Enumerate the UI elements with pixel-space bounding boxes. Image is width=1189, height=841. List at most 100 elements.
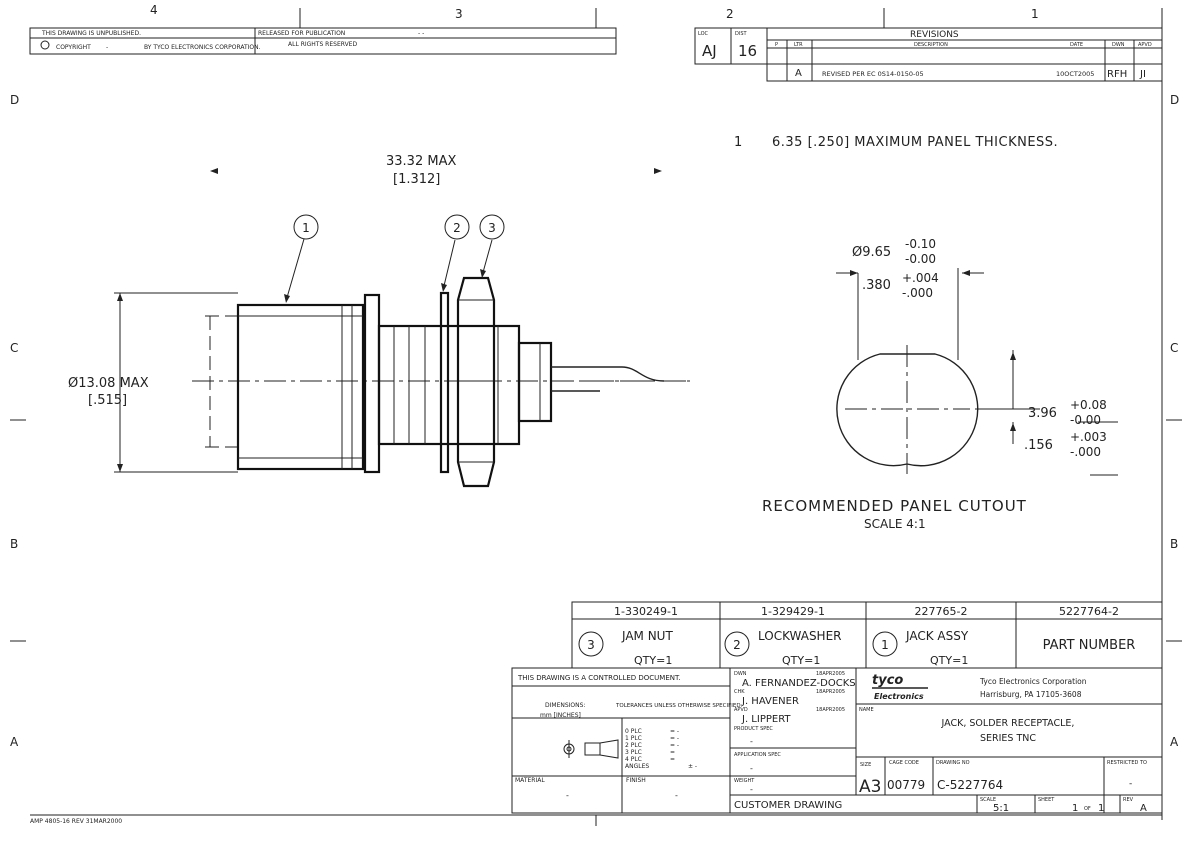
- zone-row-d-left: D: [10, 93, 19, 107]
- bom-name-2: LOCKWASHER: [758, 629, 842, 643]
- cutout-scale: SCALE 4:1: [864, 517, 926, 531]
- solder-pin: [551, 366, 665, 392]
- rev-row-ltr: A: [795, 68, 802, 79]
- sheet-total: 1: [1098, 803, 1104, 814]
- chk-date: 18APR2005: [816, 689, 845, 695]
- zone-labels: 4 3 2 1 D C B A D C B A: [10, 3, 1179, 749]
- bom-item-3: 3: [587, 638, 595, 652]
- bom-part-3: 1-330249-1: [614, 605, 678, 618]
- length-arrow-right: [654, 168, 662, 174]
- tol-val-2: = -: [670, 742, 679, 749]
- bom-name-1: JACK ASSY: [905, 629, 969, 643]
- rev-label: REV: [1123, 797, 1134, 803]
- loc-value: AJ: [702, 42, 717, 60]
- bom-part-number-label: PART NUMBER: [1043, 638, 1136, 653]
- sheet-border: [10, 8, 1182, 826]
- diameter-dim-in: [.515]: [88, 393, 127, 408]
- zone-row-b-left: B: [10, 537, 18, 551]
- chk-label: CHK: [734, 689, 745, 695]
- dist-label: DIST: [735, 31, 747, 37]
- zone-col-4: 4: [150, 3, 158, 17]
- flat-dim-in-tol-minus: -.000: [902, 286, 933, 300]
- bom-qty-2: QTY=1: [782, 654, 820, 667]
- sheet-label: SHEET: [1038, 797, 1055, 803]
- tol-val-4: =: [670, 756, 675, 763]
- company-logo-bottom: Electronics: [874, 692, 924, 701]
- tol-val-0: = -: [670, 728, 679, 735]
- product-spec-label: PRODUCT SPEC: [734, 726, 773, 732]
- dwn-date: 18APR2005: [816, 671, 845, 677]
- sheet-of: OF: [1084, 806, 1091, 812]
- finish-value: -: [675, 791, 678, 800]
- flat-dim-mm-tol-minus: -0.00: [905, 252, 936, 266]
- zone-col-1: 1: [1031, 7, 1039, 21]
- revisions-block: REVISIONS P LTR DESCRIPTION DATE DWN APV…: [766, 27, 1163, 82]
- name-line-1: JACK, SOLDER RECEPTACLE,: [941, 718, 1075, 729]
- balloon-1-circle: [293, 214, 319, 240]
- coupling-nut: [236, 303, 365, 471]
- copyright-owner: BY TYCO ELECTRONICS CORPORATION.: [144, 44, 261, 51]
- chk-name: J. HAVENER: [741, 696, 799, 707]
- rev-value: A: [1140, 803, 1147, 814]
- tol-val-3: =: [670, 749, 675, 756]
- material-value: -: [566, 791, 569, 800]
- zone-row-c-right: C: [1170, 341, 1178, 355]
- tol-row-0: 0 PLC: [625, 728, 642, 735]
- drawing-no-label: DRAWING NO: [936, 760, 970, 766]
- released-note: RELEASED FOR PUBLICATION: [258, 30, 345, 37]
- size-value: A3: [859, 777, 881, 797]
- dimensions-label: DIMENSIONS:: [545, 702, 585, 709]
- balloon-2: 2: [453, 221, 461, 235]
- connector-side-view: 33.32 MAX [1.312] Ø13.08 MAX [.515]: [68, 154, 690, 488]
- company-address: Harrisburg, PA 17105-3608: [980, 690, 1082, 699]
- drawing-no-value: C-5227764: [937, 778, 1003, 792]
- diameter-dim-mm: Ø13.08 MAX: [68, 376, 149, 391]
- customer-drawing: CUSTOMER DRAWING: [734, 800, 842, 811]
- tol-row-4: 4 PLC: [625, 756, 642, 763]
- tol-row-1: 1 PLC: [625, 735, 642, 742]
- product-spec-value: -: [750, 737, 753, 746]
- scale-label: SCALE: [980, 797, 996, 803]
- body-flange: [363, 293, 381, 474]
- name-label: NAME: [859, 707, 874, 713]
- bom-name-3: JAM NUT: [621, 629, 673, 643]
- application-spec-label: APPLICATION SPEC: [734, 752, 781, 758]
- bom-qty-1: QTY=1: [930, 654, 968, 667]
- zone-row-c-left: C: [10, 341, 18, 355]
- tol-row-3: 3 PLC: [625, 749, 642, 756]
- length-arrow-left: [210, 168, 218, 174]
- weight-value: -: [750, 785, 753, 794]
- appd-name: J. LIPPERT: [741, 714, 791, 725]
- bom-part-2: 1-329429-1: [761, 605, 825, 618]
- bom-item-1: 1: [881, 638, 889, 652]
- rev-col-apvd: APVD: [1138, 42, 1152, 48]
- bom-part-1: 227765-2: [915, 605, 968, 618]
- cutout-title: RECOMMENDED PANEL CUTOUT: [762, 497, 1027, 515]
- zone-row-b-right: B: [1170, 537, 1178, 551]
- note-text: 6.35 [.250] MAXIMUM PANEL THICKNESS.: [772, 135, 1058, 150]
- tolerance-symbol: [563, 739, 619, 759]
- length-dim-in: [1.312]: [393, 172, 440, 187]
- flat-dim-mm-tol-plus: -0.10: [905, 237, 936, 251]
- flat-dim-mm: Ø9.65: [852, 245, 891, 260]
- dwn-label: DWN: [734, 671, 747, 677]
- tolerances-label: TOLERANCES UNLESS OTHERWISE SPECIFIED:: [615, 703, 743, 709]
- cut-dim-mm: 3.96: [1028, 406, 1057, 421]
- revisions-title: REVISIONS: [910, 30, 959, 40]
- lockwasher: [439, 291, 450, 474]
- appd-date: 18APR2005: [816, 707, 845, 713]
- balloon-3-circle: [479, 214, 505, 240]
- header-block: THIS DRAWING IS UNPUBLISHED. RELEASED FO…: [29, 27, 768, 65]
- bom-item-2: 2: [733, 638, 741, 652]
- rev-row-apvd: JI: [1139, 69, 1146, 80]
- zone-row-d-right: D: [1170, 93, 1179, 107]
- flat-dim-in: .380: [862, 278, 891, 293]
- title-block: THIS DRAWING IS A CONTROLLED DOCUMENT. D…: [511, 667, 1163, 814]
- note-block: 1 6.35 [.250] MAXIMUM PANEL THICKNESS.: [734, 135, 1058, 150]
- cut-dim-mm-tol-minus: -0.00: [1070, 413, 1101, 427]
- controlled-document: THIS DRAWING IS A CONTROLLED DOCUMENT.: [517, 674, 681, 682]
- length-dim-mm: 33.32 MAX: [386, 154, 456, 169]
- bom-table: 1-330249-1 3 JAM NUT QTY=1 1-329429-1 2 …: [571, 601, 1163, 669]
- application-spec-value: -: [750, 764, 753, 773]
